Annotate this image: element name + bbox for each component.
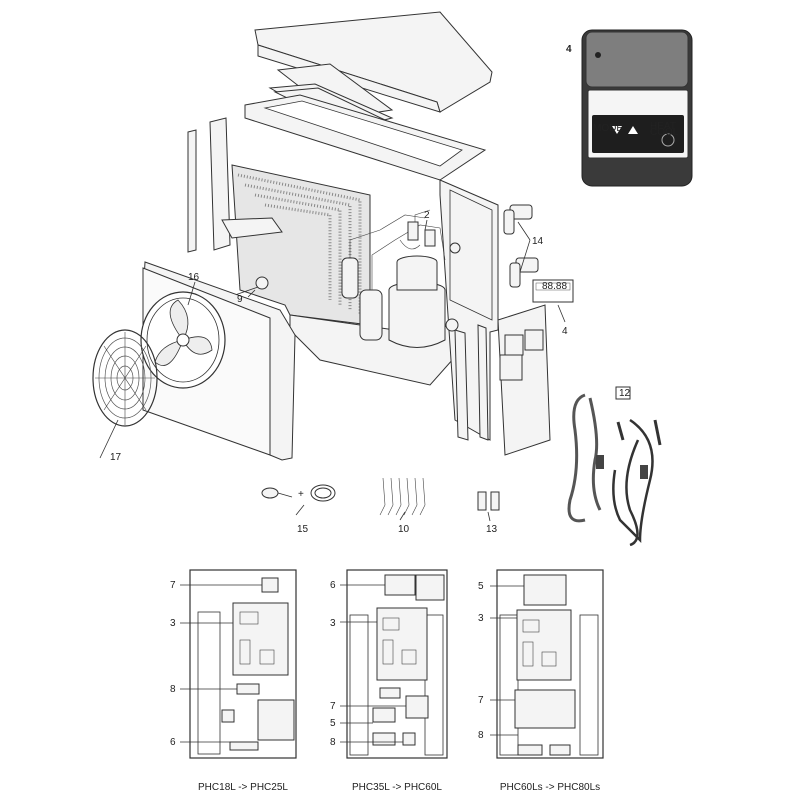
panel2-caption: PHC35L -> PHC60L (352, 782, 442, 793)
mode-down-icon (612, 126, 622, 134)
panel2-callout-6: 6 (330, 580, 336, 591)
fan-guard (92, 329, 158, 459)
panel3-callout-8: 8 (478, 730, 484, 741)
panel2-callout-3: 3 (330, 618, 336, 629)
wired-controller (581, 29, 693, 187)
accessory-kit (261, 477, 500, 522)
controller-heat-label: HEAT (650, 121, 676, 132)
callout-13: 13 (486, 524, 498, 535)
sensor-cables (567, 386, 662, 547)
panel1-callout-7: 7 (170, 580, 176, 591)
callout-17: 17 (110, 452, 122, 463)
panel3-callout-7: 7 (478, 695, 484, 706)
callout-4-display: 4 (562, 326, 568, 337)
main-unit-body (187, 117, 499, 441)
callout-4-controller: 4 (566, 44, 572, 55)
panel3-callout-5: 5 (478, 581, 484, 592)
leader-lines (187, 219, 531, 306)
panel2-callout-7: 7 (330, 701, 336, 712)
controller-cool-label: COOL (650, 127, 679, 138)
panel1-callout-6: 6 (170, 737, 176, 748)
callout-15: 15 (297, 524, 309, 535)
panel3-callout-3: 3 (478, 613, 484, 624)
temperature-probes (379, 477, 426, 516)
panel1-caption: PHC18L -> PHC25L (198, 782, 288, 793)
panel3-caption: PHC60Ls -> PHC80Ls (500, 782, 600, 793)
panel2-callout-8: 8 (330, 737, 336, 748)
top-cover-assembly (244, 11, 493, 181)
callout-14: 14 (532, 236, 544, 247)
side-service-panel (497, 304, 551, 456)
plus-sign: + (298, 489, 304, 500)
callout-16: 16 (188, 272, 200, 283)
water-connectors (503, 204, 539, 288)
mode-up-icon (628, 126, 638, 134)
front-panel-fan (140, 261, 296, 461)
callout-9: 9 (237, 294, 243, 305)
panel2-callout-5: 5 (330, 718, 336, 729)
electrical-panel-3 (490, 569, 604, 759)
display-readout: 88.88 (542, 281, 567, 292)
callout-2: 2 (424, 210, 430, 221)
callout-10: 10 (398, 524, 410, 535)
controller-mode-label: MODE (593, 123, 623, 134)
display-module (532, 279, 574, 323)
panel1-callout-8: 8 (170, 684, 176, 695)
callout-12: 12 (619, 388, 631, 399)
electrical-panel-1 (180, 569, 297, 759)
panel1-callout-3: 3 (170, 618, 176, 629)
electrical-panel-2 (340, 569, 448, 759)
